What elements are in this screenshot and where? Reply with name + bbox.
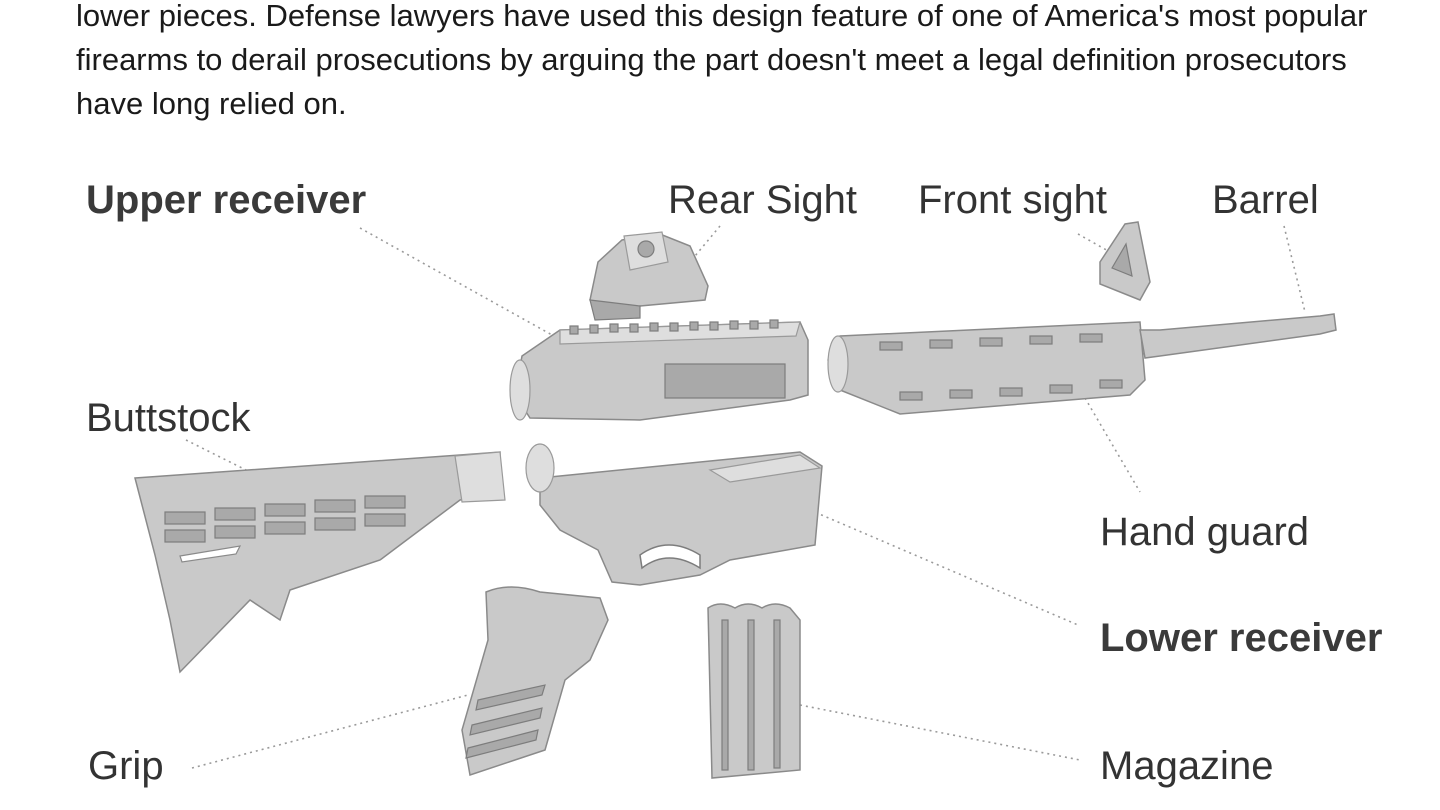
leader-barrel <box>1283 225 1306 313</box>
hand-guard-part <box>827 321 1146 415</box>
leader-lines <box>185 225 1306 769</box>
label-buttstock: Buttstock <box>86 396 251 440</box>
front-sight-part <box>1099 221 1151 301</box>
barrel-part <box>1139 313 1337 359</box>
label-hand-guard: Hand guard <box>1100 510 1310 554</box>
label-front-sight: Front sight <box>918 178 1107 222</box>
label-upper-receiver: Upper receiver <box>86 178 367 222</box>
leader-magazine <box>799 704 1081 761</box>
label-barrel: Barrel <box>1212 178 1319 222</box>
leader-hand-guard <box>1084 397 1141 493</box>
upper-receiver-part <box>509 319 809 421</box>
leader-lower-receiver <box>809 509 1079 626</box>
leader-buttstock <box>185 439 263 479</box>
leader-upper-receiver <box>359 227 571 346</box>
grip-part <box>461 586 609 776</box>
label-grip: Grip <box>88 744 164 788</box>
intro-paragraph: lower pieces. Defense lawyers have used … <box>76 0 1368 121</box>
leader-grip <box>191 694 469 769</box>
label-rear-sight: Rear Sight <box>668 178 857 222</box>
lower-receiver-part <box>525 443 823 586</box>
rear-sight-part <box>589 231 709 321</box>
buttstock-part <box>134 451 506 674</box>
magazine-part <box>707 603 801 779</box>
label-magazine: Magazine <box>1100 744 1274 788</box>
leader-front-sight <box>1077 233 1111 253</box>
label-lower-receiver: Lower receiver <box>1100 616 1383 660</box>
leader-rear-sight <box>689 225 721 263</box>
